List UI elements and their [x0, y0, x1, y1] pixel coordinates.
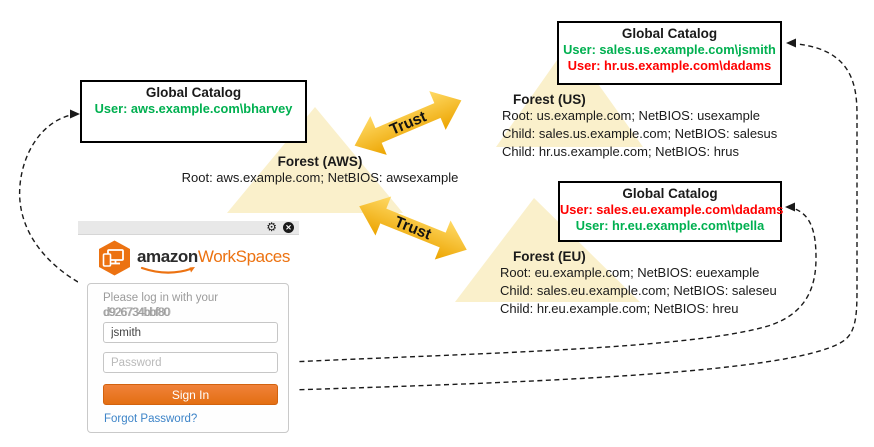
- brand-workspaces: WorkSpaces: [197, 247, 290, 266]
- forest-us-child1: Child: sales.us.example.com; NetBIOS: sa…: [502, 126, 778, 141]
- global-catalog-eu-user-dadams: User: sales.eu.example.com\dadams: [560, 202, 784, 217]
- arrowhead-aws-catalog: [70, 109, 80, 119]
- forest-eu-root: Root: eu.example.com; NetBIOS: euexample: [500, 265, 760, 280]
- settings-gear-icon[interactable]: ⚙: [266, 220, 277, 234]
- forest-eu-child2: Child: hr.eu.example.com; NetBIOS: hreu: [500, 301, 739, 316]
- forest-aws-label: Forest (AWS): [277, 154, 363, 169]
- global-catalog-aws-user: User: aws.example.com\bharvey: [94, 101, 293, 116]
- forest-aws-text: Forest (AWS) Root: aws.example.com; NetB…: [160, 154, 480, 187]
- forest-eu-text: Forest (EU) Root: eu.example.com; NetBIO…: [500, 249, 777, 318]
- arrowhead-eu-catalog: [785, 202, 795, 212]
- window-titlebar[interactable]: ⚙ ✕: [78, 221, 299, 235]
- forest-aws-root: Root: aws.example.com; NetBIOS: awsexamp…: [181, 170, 459, 185]
- brand-amazon: amazon: [137, 247, 198, 266]
- forest-us-text: Forest (US) Root: us.example.com; NetBIO…: [502, 92, 777, 161]
- login-panel: Please log in with your d926734bbf80 cre…: [87, 283, 289, 433]
- global-catalog-us-box: Global Catalog User: sales.us.example.co…: [557, 21, 782, 85]
- forest-us-root: Root: us.example.com; NetBIOS: usexample: [502, 108, 760, 123]
- workspaces-hexagon-icon: [99, 240, 130, 276]
- trust-arrow-upper: Trust: [354, 91, 462, 155]
- forest-us-child2: Child: hr.us.example.com; NetBIOS: hrus: [502, 144, 739, 159]
- global-catalog-eu-user-tpella: User: hr.eu.example.com\tpella: [575, 217, 765, 233]
- forest-aws-triangle: [227, 107, 403, 213]
- global-catalog-us-title: Global Catalog: [621, 26, 718, 41]
- connector-login-to-aws-catalog: [18, 114, 79, 283]
- connector-login-to-us-catalog: [290, 43, 858, 391]
- trust-label-upper: Trust: [387, 108, 429, 138]
- sign-in-button[interactable]: Sign In: [103, 384, 278, 405]
- forest-us-label: Forest (US): [513, 92, 586, 107]
- registration-code: d926734bbf80: [103, 307, 170, 319]
- forest-us-triangle: [496, 43, 643, 147]
- login-prompt-prefix: Please log in with your: [103, 292, 219, 304]
- forgot-password-link[interactable]: Forgot Password?: [104, 413, 198, 425]
- amazon-smile-icon: [140, 266, 195, 274]
- workspaces-logo: amazonWorkSpaces: [98, 240, 290, 280]
- workspaces-login-window: ⚙ ✕ amazonWorkSpaces Please log in with …: [78, 219, 299, 435]
- global-catalog-aws-box: Global Catalog User: aws.example.com\bha…: [80, 80, 307, 143]
- username-input[interactable]: [103, 322, 278, 343]
- global-catalog-eu-title: Global Catalog: [622, 186, 718, 201]
- forest-eu-triangle: [455, 198, 640, 302]
- global-catalog-eu-box: Global Catalog User: sales.eu.example.co…: [558, 181, 784, 242]
- workspaces-wordmark: amazonWorkSpaces: [137, 247, 290, 267]
- forest-eu-child1: Child: sales.eu.example.com; NetBIOS: sa…: [500, 283, 777, 298]
- forest-eu-label: Forest (EU): [513, 249, 586, 264]
- trust-label-lower: Trust: [392, 213, 434, 243]
- close-icon[interactable]: ✕: [283, 222, 294, 233]
- global-catalog-us-user-dadams: User: hr.us.example.com\dadams: [567, 57, 772, 73]
- global-catalog-aws-title: Global Catalog: [145, 85, 242, 100]
- arrowhead-us-catalog: [786, 38, 796, 48]
- global-catalog-us-user-jsmith: User: sales.us.example.com\jsmith: [563, 42, 776, 57]
- password-input[interactable]: [103, 352, 278, 373]
- connector-login-to-eu-catalog: [290, 207, 817, 363]
